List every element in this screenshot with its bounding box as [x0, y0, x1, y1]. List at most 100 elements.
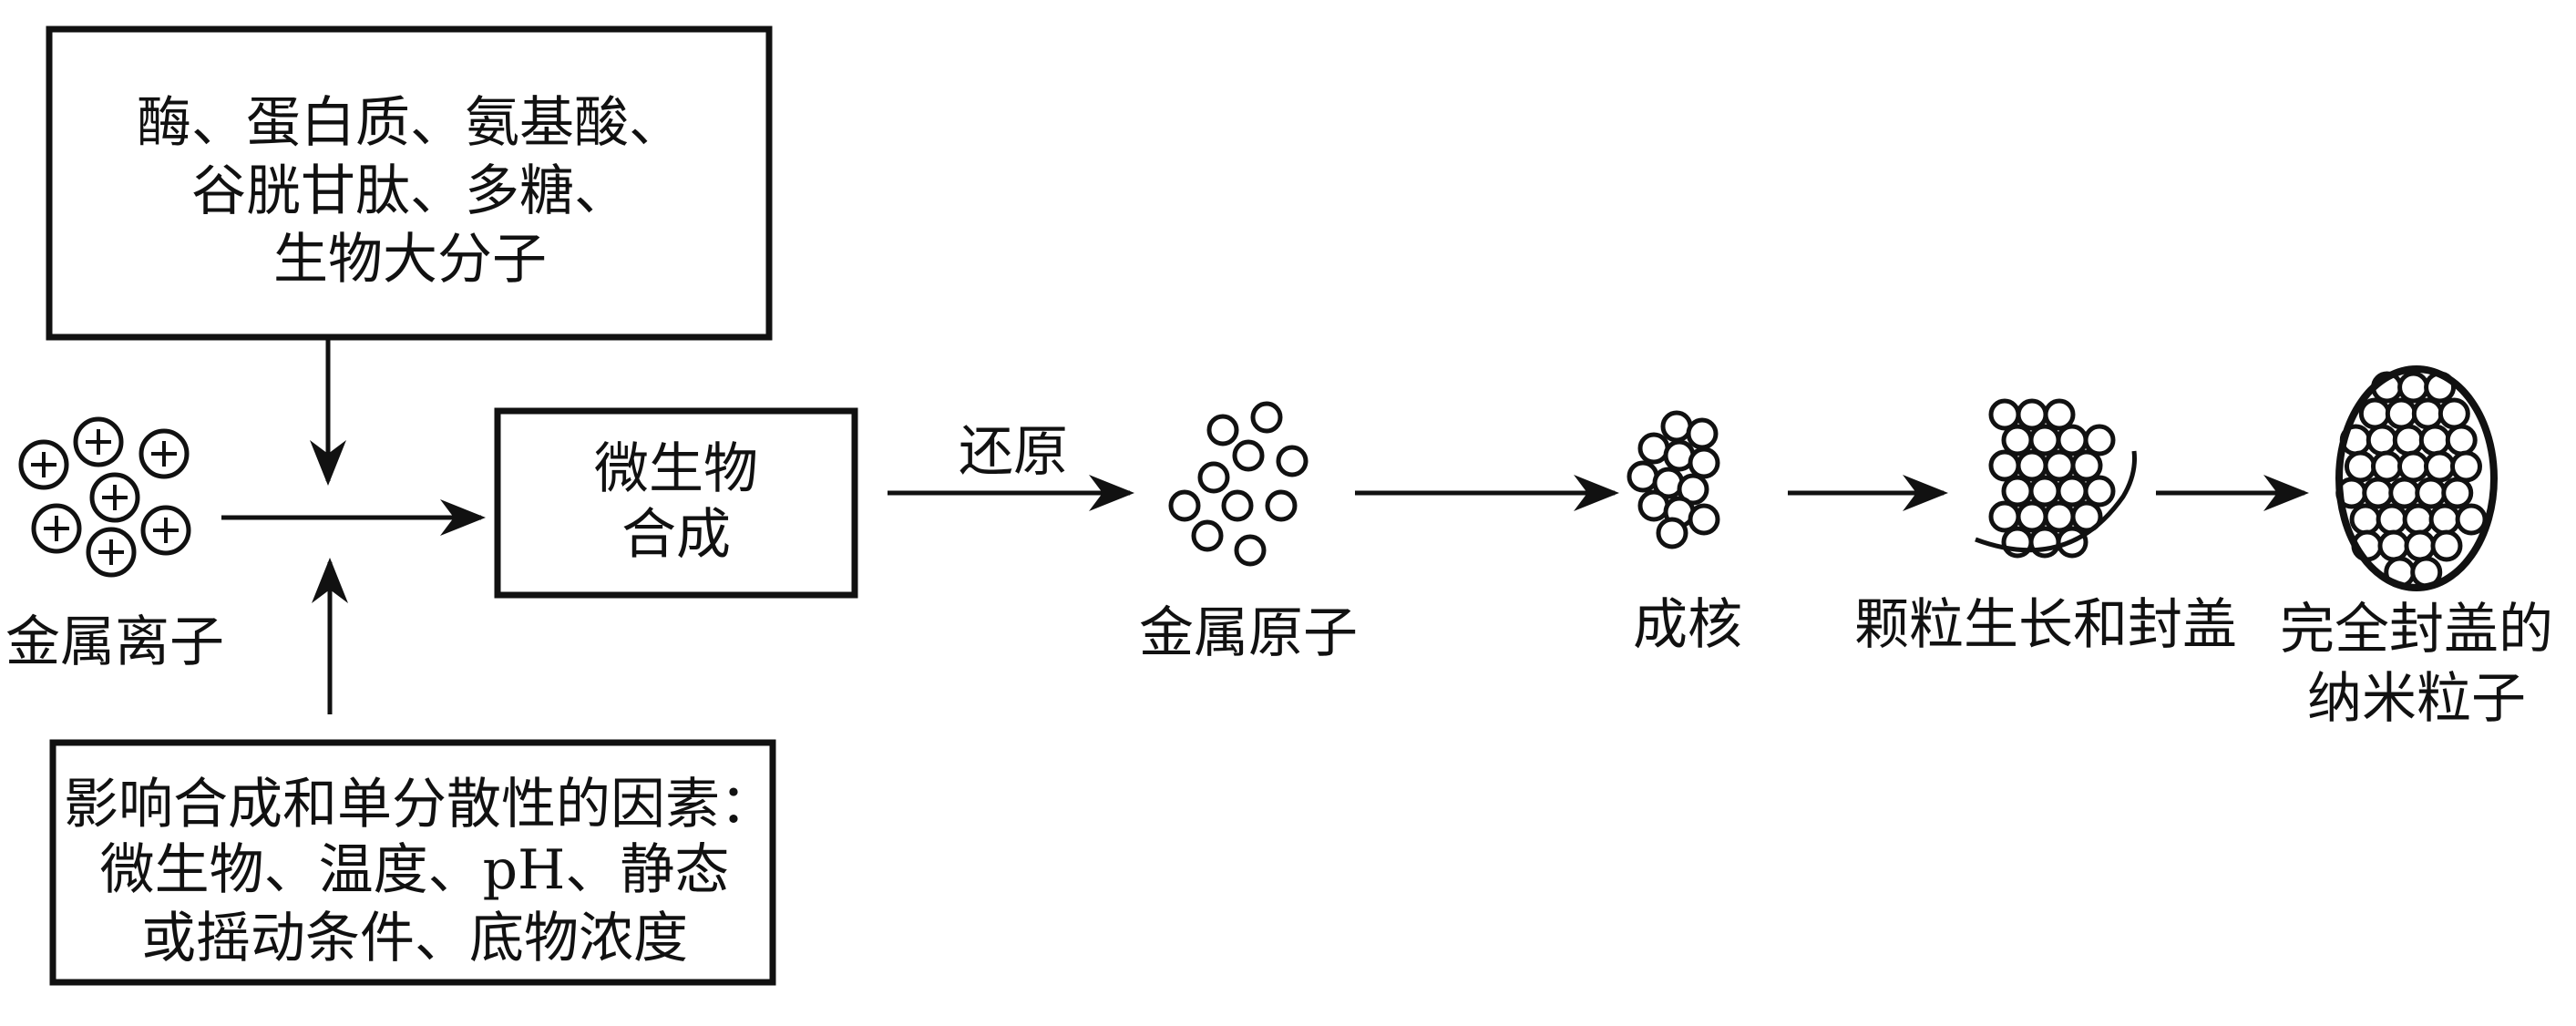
capped-atom [2402, 503, 2435, 536]
capped-atom [2449, 450, 2482, 483]
metal-atom [1232, 439, 1265, 472]
metal-ions-cluster [18, 416, 191, 578]
factors-line-2: 微生物、温度、pH、静态 [100, 838, 730, 902]
capped-nanoparticle [2335, 371, 2488, 589]
growth-atom [2083, 424, 2116, 457]
reduction-label: 还原 [959, 420, 1068, 484]
growth-atom [2056, 424, 2089, 457]
capped-atom [2370, 450, 2403, 483]
capped-atom [2385, 397, 2417, 430]
plus-icon [44, 516, 69, 541]
capped-atom [2392, 424, 2425, 457]
plus-icon [98, 539, 124, 565]
metal-ions-label: 金属离子 [5, 610, 224, 674]
capped-atom [2455, 503, 2488, 536]
synthesis-line-1: 微生物 [594, 437, 758, 501]
metal-atom [1197, 461, 1230, 494]
capped-atom [2344, 450, 2376, 483]
plus-icon [86, 429, 111, 455]
nucleus-atom [1660, 410, 1693, 443]
plus-icon [153, 518, 179, 543]
capped-atom [2397, 371, 2430, 404]
metal-ion [18, 439, 69, 490]
growth-atom [2016, 449, 2048, 482]
microbial-synthesis-box: 微生物 合成 [494, 407, 858, 599]
metal-ion [89, 472, 140, 523]
biomolecules-box: 酶、蛋白质、氨基酸、 谷胱甘肽、多糖、 生物大分子 [46, 26, 773, 341]
plus-icon [31, 452, 56, 477]
growth-atom [2043, 449, 2076, 482]
nucleus-atom [1688, 503, 1720, 536]
nucleus-atom [1656, 517, 1688, 549]
nucleus-atom [1627, 460, 1659, 493]
biomolecules-line-3: 生物大分子 [273, 228, 547, 292]
nucleus-atom [1686, 417, 1719, 450]
capped-atom [2441, 477, 2474, 509]
capped-atom [2411, 397, 2444, 430]
capped-atom [2388, 477, 2421, 509]
capping-shell [2335, 365, 2498, 591]
nucleus-atom [1688, 446, 1720, 479]
capped-atom [2377, 529, 2410, 562]
metal-ion [86, 527, 137, 578]
metal-ion [139, 428, 190, 479]
growth-atom [2016, 398, 2048, 431]
nucleus-atom [1677, 473, 1709, 506]
growth-capping-label: 颗粒生长和封盖 [1854, 593, 2237, 657]
growth-atom [2028, 424, 2061, 457]
biomolecules-line-1: 酶、蛋白质、氨基酸、 [137, 91, 683, 155]
nucleus-atom [1637, 432, 1670, 465]
metal-ion [73, 416, 124, 467]
capped-atom [2404, 529, 2437, 562]
capped-atom [2358, 397, 2391, 430]
growth-atom [2001, 424, 2034, 457]
capped-atom [2349, 503, 2382, 536]
growth-atom [2083, 475, 2116, 508]
metal-atom [1168, 489, 1201, 522]
nucleus-cluster [1627, 410, 1720, 549]
growth-atom [1988, 398, 2021, 431]
metal-atom [1206, 414, 1239, 446]
nucleus-atom [1637, 489, 1670, 522]
growing-particle-cluster [1988, 398, 2116, 559]
fully-capped-label-2: 纳米粒子 [2307, 667, 2526, 731]
plus-icon [151, 441, 177, 467]
growth-atom [2056, 475, 2089, 508]
capped-atom [2418, 424, 2451, 457]
growth-atom [2070, 500, 2103, 533]
metal-atom [1234, 534, 1267, 567]
capped-atom [2396, 450, 2429, 483]
metal-ion [31, 503, 82, 554]
capped-atom [2428, 503, 2461, 536]
growth-atom [2016, 500, 2048, 533]
metal-atoms-cluster [1168, 401, 1309, 567]
nucleation-label: 成核 [1633, 593, 1742, 657]
capped-atom [2366, 424, 2398, 457]
metal-atom [1221, 489, 1254, 522]
growth-atom [2043, 500, 2076, 533]
metal-ion [140, 505, 191, 556]
capped-atom [2376, 503, 2408, 536]
growth-atom [1988, 449, 2021, 482]
growth-atom [2043, 398, 2076, 431]
factors-line-1: 影响合成和单分散性的因素： [64, 773, 775, 836]
plus-icon [102, 485, 128, 510]
growth-atom [2001, 475, 2034, 508]
growth-atom [1988, 500, 2021, 533]
capped-atom [2445, 424, 2478, 457]
fully-capped-label-1: 完全封盖的 [2280, 598, 2553, 662]
biomolecules-line-2: 谷胱甘肽、多糖、 [191, 159, 629, 223]
capped-atom [2437, 397, 2470, 430]
growth-atom [2070, 449, 2103, 482]
metal-atom [1250, 401, 1283, 434]
capped-atom [2423, 450, 2456, 483]
metal-atom [1276, 445, 1309, 477]
metal-atoms-label: 金属原子 [1139, 601, 1358, 665]
factors-box: 影响合成和单分散性的因素： 微生物、温度、pH、静态 或摇动条件、底物浓度 [49, 739, 776, 986]
synthesis-line-2: 合成 [621, 503, 731, 567]
metal-atom [1265, 489, 1298, 522]
growth-atom [2028, 475, 2061, 508]
capped-atom [2415, 477, 2448, 509]
capped-atom [2430, 529, 2463, 562]
